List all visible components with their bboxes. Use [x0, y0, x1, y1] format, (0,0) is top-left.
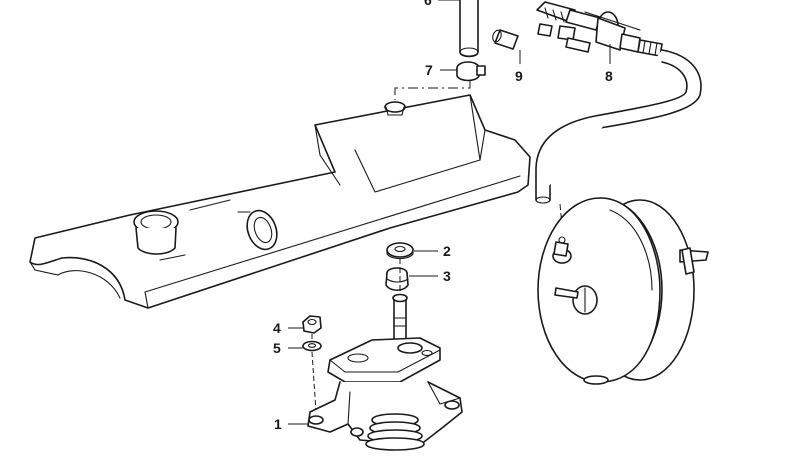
callout-8: 8 [605, 44, 613, 84]
callout-label-2: 2 [443, 243, 451, 259]
nut-centerline [311, 334, 317, 413]
part-1-bracket [307, 293, 463, 451]
callout-label-6: 6 [424, 0, 432, 8]
callout-1: 1 [274, 416, 308, 432]
hose-centerline [559, 203, 564, 237]
callout-label-4: 4 [273, 320, 281, 336]
part-7-clamp [456, 61, 486, 82]
callout-label-9: 9 [515, 68, 523, 84]
callout-label-7: 7 [425, 62, 433, 78]
vacuum-hose [535, 49, 702, 204]
brake-booster [537, 197, 709, 385]
part-8-check-valve [536, 1, 663, 57]
callout-2: 2 [414, 243, 451, 259]
part-9-hose-piece [492, 29, 519, 50]
callout-label-8: 8 [605, 68, 613, 84]
callout-4: 4 [273, 320, 303, 336]
callout-5: 5 [273, 340, 303, 356]
callout-9: 9 [515, 50, 523, 84]
part-6-hose [459, 0, 479, 58]
callout-label-1: 1 [274, 416, 282, 432]
cylinder-head-cover [29, 94, 531, 309]
part-2-washer [386, 242, 414, 260]
part-3-grommet [385, 267, 409, 292]
assembly-centerline [394, 80, 471, 100]
part-5-washer [302, 340, 322, 352]
callout-6: 6 [424, 0, 460, 8]
callout-7: 7 [425, 62, 457, 78]
callout-label-5: 5 [273, 340, 281, 356]
part-4-nut [302, 315, 322, 334]
callout-3: 3 [409, 268, 451, 284]
callout-label-3: 3 [443, 268, 451, 284]
